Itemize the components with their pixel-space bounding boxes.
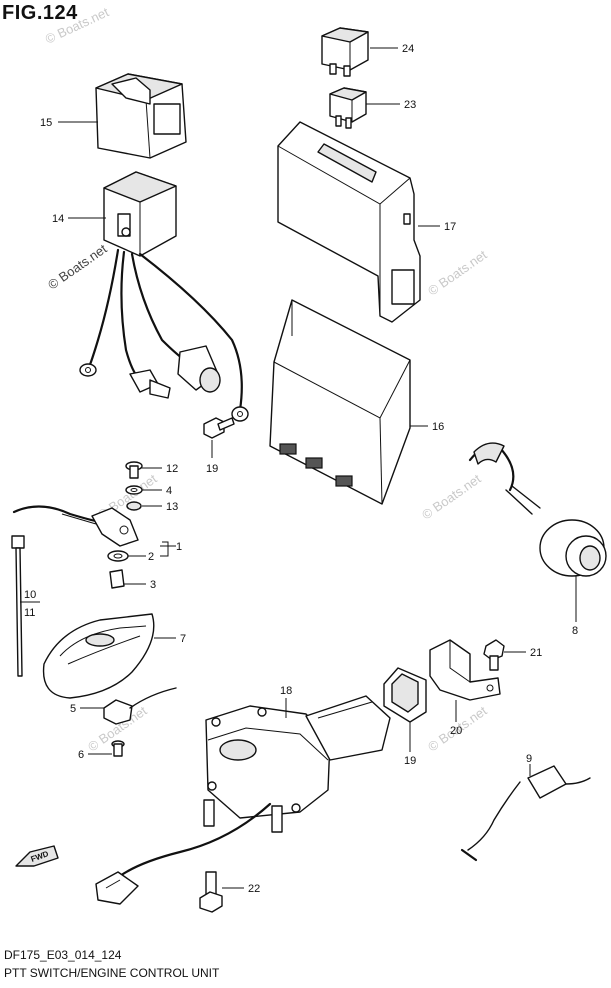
callout-4: 4 xyxy=(166,485,172,497)
part-24-relay xyxy=(321,27,369,77)
part-12-screw xyxy=(125,461,143,479)
callout-3: 3 xyxy=(150,579,156,591)
callout-10: 10 xyxy=(24,589,36,601)
part-18-ptt-motor xyxy=(95,695,391,905)
part-15-cover xyxy=(95,73,187,159)
callout-22: 22 xyxy=(248,883,260,895)
callout-18: 18 xyxy=(280,685,292,697)
watermark-top: © Boats.net xyxy=(43,4,111,47)
callout-11: 11 xyxy=(24,607,35,619)
fwd-direction-marker: FWD xyxy=(15,845,59,867)
part-10-cable-tie xyxy=(11,535,25,677)
part-19-grommet xyxy=(383,667,427,723)
callout-7: 7 xyxy=(180,633,186,645)
part-17-ecu-cover xyxy=(277,121,421,323)
leader-lines xyxy=(20,47,577,889)
callout-19-bottom: 19 xyxy=(404,755,416,767)
callout-23: 23 xyxy=(404,99,416,111)
callout-labels: 24 23 15 14 17 16 19 12 4 13 1 2 3 10 11… xyxy=(24,43,578,895)
part-8-connector xyxy=(468,442,607,577)
callout-5: 5 xyxy=(70,703,76,715)
callout-12: 12 xyxy=(166,463,178,475)
callout-16: 16 xyxy=(432,421,444,433)
part-7-cover xyxy=(42,613,155,699)
part-2-washer xyxy=(107,550,129,562)
part-13-grommet xyxy=(126,501,142,511)
callout-15: 15 xyxy=(40,117,52,129)
callout-24: 24 xyxy=(402,43,414,55)
callout-8: 8 xyxy=(572,625,578,637)
figure-title: FIG.124 xyxy=(2,2,78,24)
callout-19-top: 19 xyxy=(206,463,218,475)
part-14-harness xyxy=(79,171,249,422)
callout-1: 1 xyxy=(176,541,182,553)
part-19-bolt-top xyxy=(203,417,235,439)
callout-20: 20 xyxy=(450,725,462,737)
part-20-bracket xyxy=(429,639,501,701)
part-6-screw xyxy=(111,740,125,757)
callout-13: 13 xyxy=(166,501,178,513)
callout-6: 6 xyxy=(78,749,84,761)
part-23-relay xyxy=(329,87,367,129)
callout-21: 21 xyxy=(530,647,542,659)
model-code: DF175_E03_014_124 xyxy=(4,948,122,962)
part-1-sender xyxy=(12,505,139,547)
callout-2: 2 xyxy=(148,551,154,563)
figure-caption: PTT SWITCH/ENGINE CONTROL UNIT xyxy=(4,966,220,980)
part-9-connector xyxy=(460,765,591,862)
part-22-bolt xyxy=(199,871,223,913)
callout-9: 9 xyxy=(526,753,532,765)
part-3-clip xyxy=(109,569,125,589)
part-16-ecu xyxy=(269,299,411,505)
callout-17: 17 xyxy=(444,221,456,233)
watermark-left-dark: © Boats.net xyxy=(45,241,110,293)
callout-14: 14 xyxy=(52,213,64,225)
part-21-bolt xyxy=(483,639,505,671)
watermark-right-upper: © Boats.net xyxy=(425,247,490,299)
watermark-right-mid: © Boats.net xyxy=(419,471,484,523)
part-5-switch xyxy=(103,687,177,725)
part-4-washer xyxy=(125,485,143,495)
